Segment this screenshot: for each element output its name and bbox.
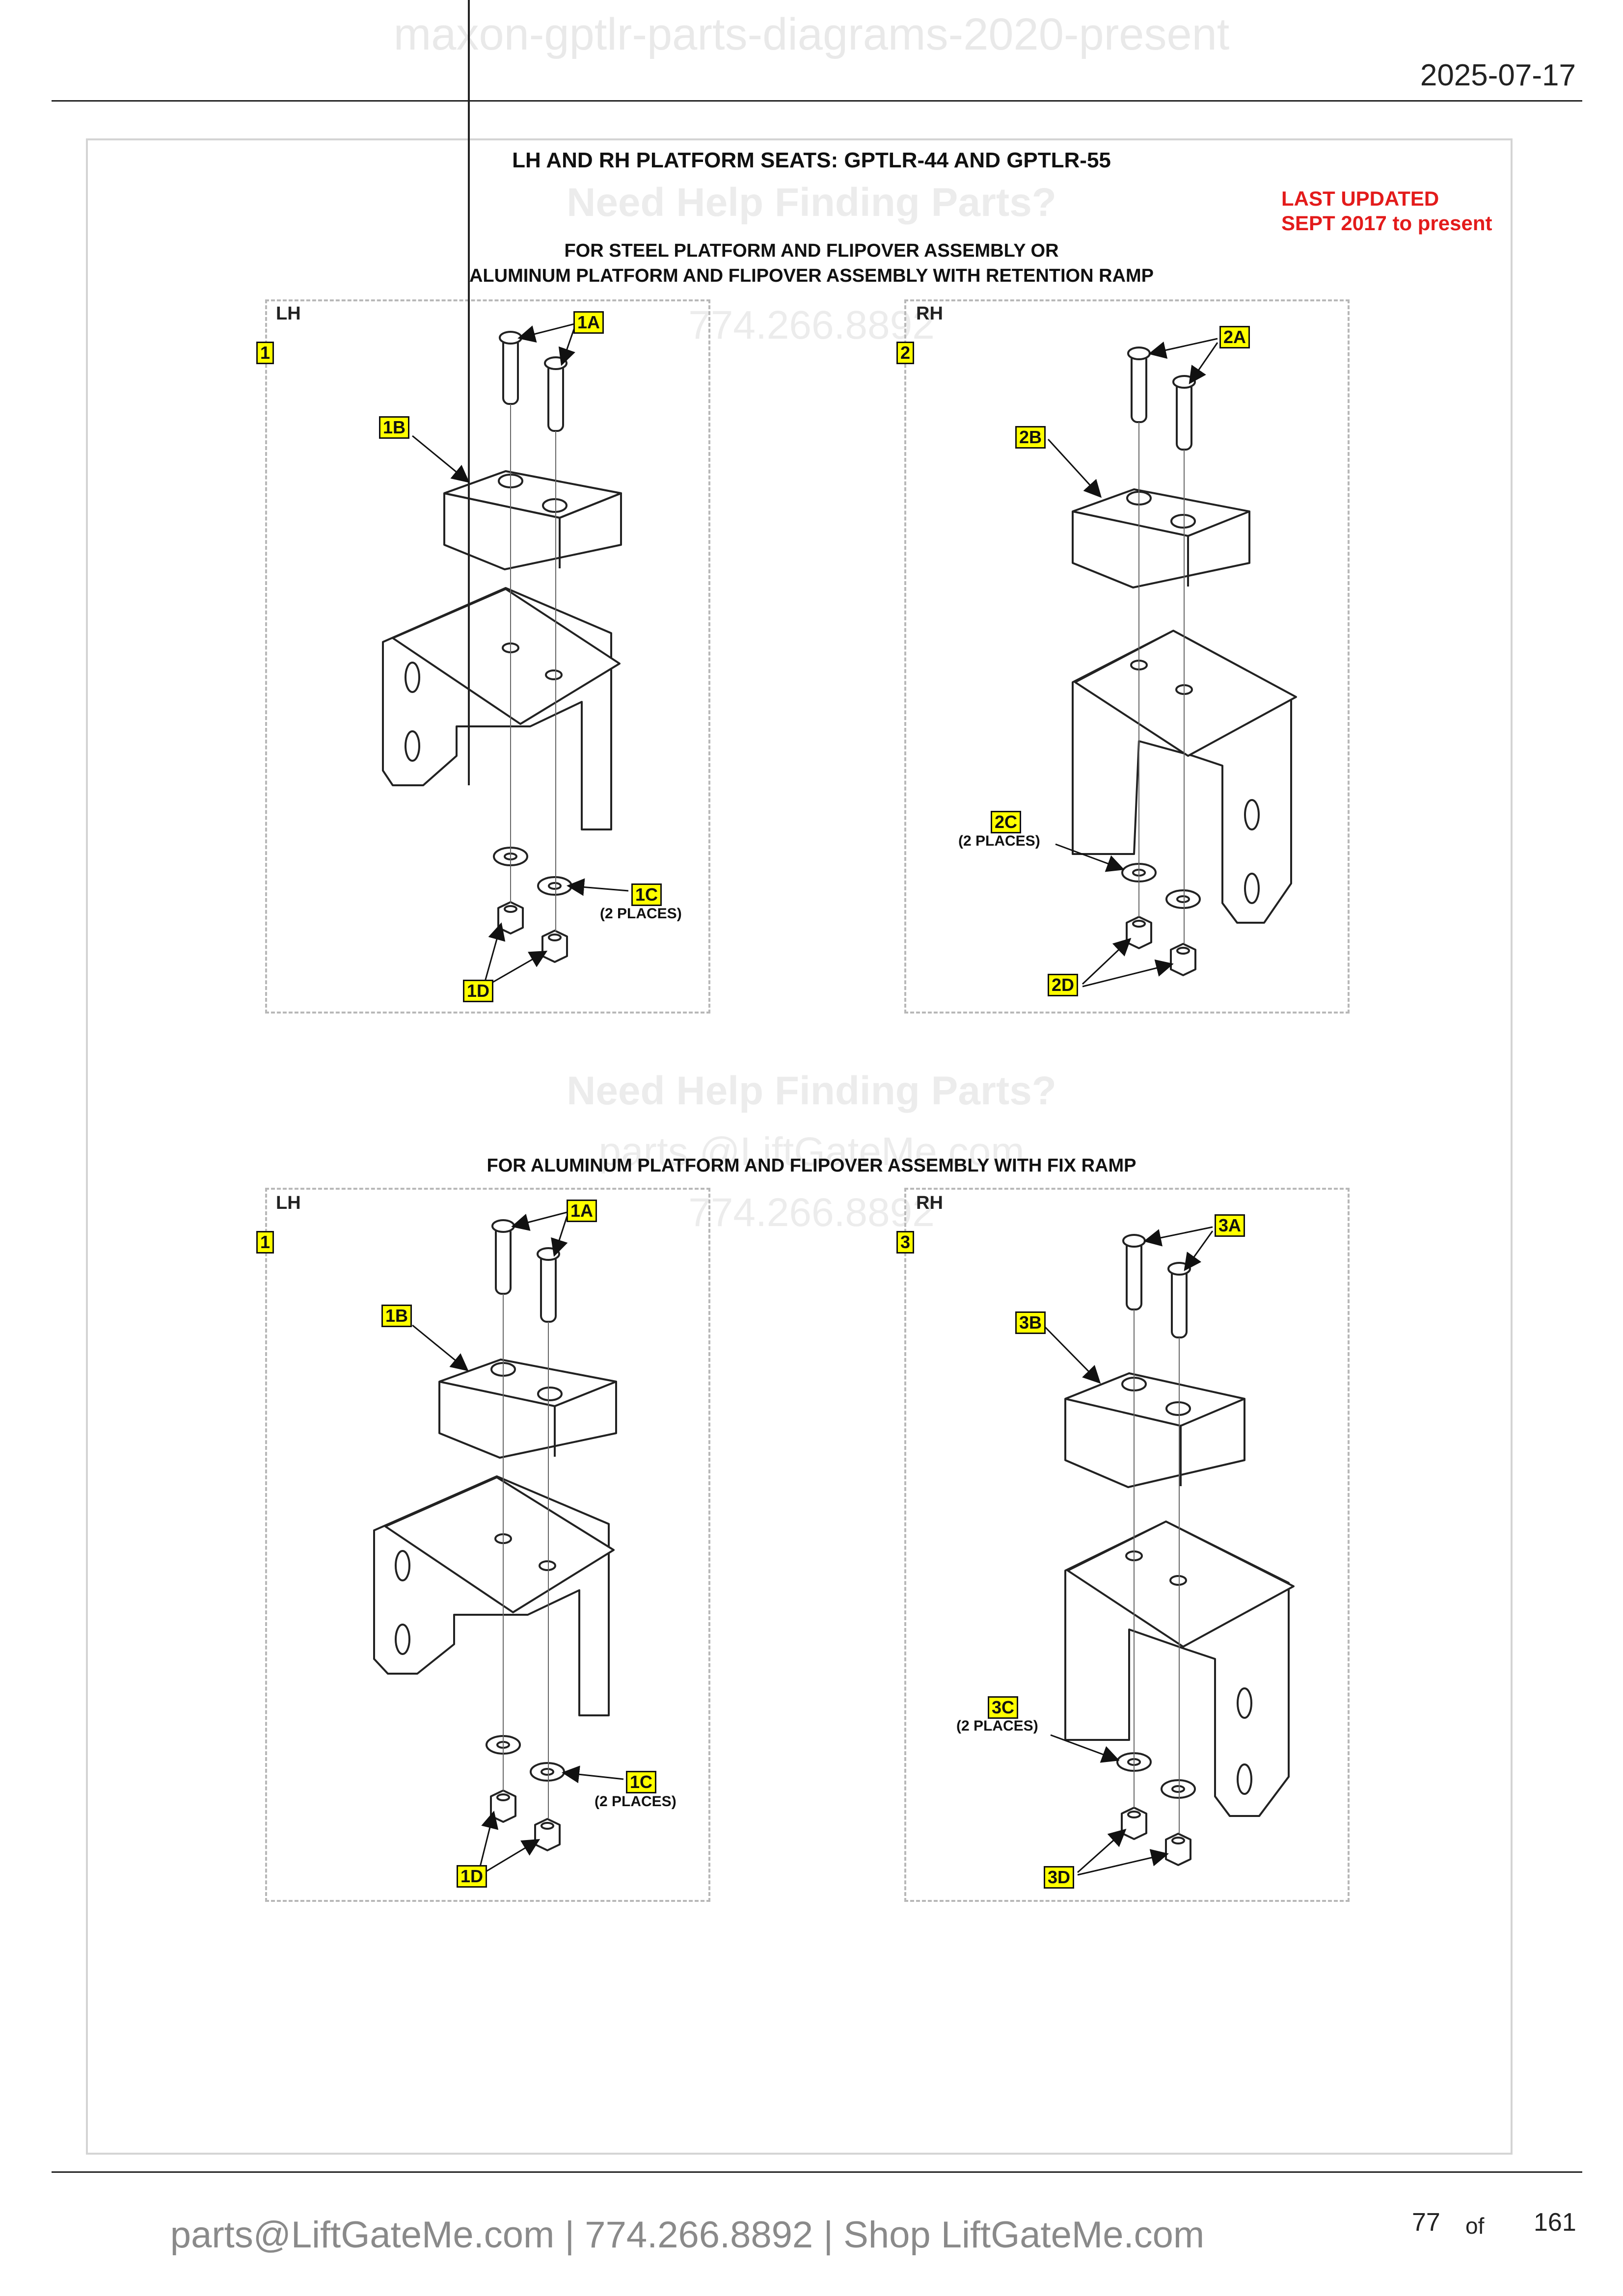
bottom-lh-washers-nuts [486,1735,565,1851]
diagram-title: LH AND RH PLATFORM SEATS: GPTLR-44 AND G… [512,148,1111,172]
callout-bottom-lh-washers[interactable]: 1C [626,1771,657,1793]
callout-bottom-lh-block[interactable]: 1B [381,1305,412,1327]
watermark-phone: 774.266.8892 [688,303,935,347]
watermark-document-title: maxon-gptlr-parts-diagrams-2020-present [393,9,1230,59]
top-lh-mounting-bracket [382,0,621,830]
diagram-frame [86,138,1513,2155]
watermark-help: Need Help Finding Parts? [567,1068,1056,1113]
page-total: 161 [1534,2208,1576,2237]
bottom-rh-spacer-block [1064,1372,1245,1488]
callout-top-lh-bolts[interactable]: 1A [573,311,604,334]
bottom-lh-bolts [491,1219,560,1323]
top-lh-centerlines [510,404,556,932]
callout-top-lh-block[interactable]: 1B [379,416,410,439]
bottom-rh-washers-places: (2 PLACES) [956,1718,1038,1734]
top-lh-washers-places: (2 PLACES) [600,906,682,922]
last-updated-range: SEPT 2017 to present [1281,212,1492,235]
top-lh-washers-nuts [493,847,572,963]
watermark-phone: 774.266.8892 [688,1190,935,1235]
callout-top-rh-washers[interactable]: 2C [991,811,1022,833]
callout-bottom-rh-bolts[interactable]: 3A [1215,1214,1245,1237]
section-bottom-subtitle: FOR ALUMINUM PLATFORM AND FLIPOVER ASSEM… [487,1155,1136,1176]
bottom-rh-washers-nuts [1116,1752,1196,1866]
callout-top-rh-bolts[interactable]: 2A [1219,326,1250,348]
page-current: 77 [1412,2208,1440,2237]
callout-bottom-rh-item[interactable]: 3 [896,1231,915,1254]
panel-bottom-rh [904,1188,1350,1902]
bottom-rh-side-label: RH [916,1193,943,1213]
callout-bottom-rh-nuts[interactable]: 3D [1044,1866,1075,1889]
top-rh-side-label: RH [916,303,943,324]
panel-top-rh [904,299,1350,1014]
callout-bottom-lh-bolts[interactable]: 1A [567,1200,597,1222]
watermark-email: parts @LiftGateMe.com [598,1129,1025,1174]
footer-rule [52,2171,1582,2173]
top-lh-side-label: LH [276,303,301,324]
callout-leader-lines [412,323,1218,1877]
callout-bottom-rh-block[interactable]: 3B [1015,1311,1046,1334]
top-rh-mounting-bracket [1072,630,1297,924]
bottom-lh-spacer-block [438,1359,617,1459]
callout-bottom-rh-washers[interactable]: 3C [988,1696,1019,1719]
callout-top-rh-nuts[interactable]: 2D [1048,974,1079,996]
callout-top-lh-washers[interactable]: 1C [631,883,662,906]
top-lh-bolts [499,331,568,432]
last-updated-label: LAST UPDATED [1281,187,1439,210]
section-top-subtitle-line1: FOR STEEL PLATFORM AND FLIPOVER ASSEMBLY… [564,240,1059,261]
panel-bottom-lh [265,1188,710,1902]
section-top-subtitle-line2: ALUMINUM PLATFORM AND FLIPOVER ASSEMBLY … [469,266,1154,286]
watermark-help: Need Help Finding Parts? [567,180,1056,225]
top-rh-washers-nuts [1121,863,1201,976]
bottom-lh-side-label: LH [276,1193,301,1213]
top-rh-spacer-block [1072,488,1250,588]
callout-bottom-lh-item[interactable]: 1 [256,1231,274,1254]
top-rh-washers-places: (2 PLACES) [958,833,1040,849]
top-lh-spacer-block [443,470,622,570]
bottom-rh-bolts [1122,1234,1191,1338]
bottom-lh-washers-places: (2 PLACES) [595,1793,676,1810]
page-of: of [1465,2213,1485,2239]
bottom-rh-mounting-bracket [1064,1521,1295,1817]
document-date: 2025-07-17 [1420,58,1576,92]
bottom-lh-centerlines [503,1294,549,1819]
callout-bottom-lh-nuts[interactable]: 1D [457,1865,487,1888]
panel-top-lh [265,299,710,1014]
callout-top-rh-item[interactable]: 2 [896,342,915,364]
callout-top-lh-item[interactable]: 1 [256,342,274,364]
callout-top-rh-block[interactable]: 2B [1015,426,1046,449]
callout-top-lh-nuts[interactable]: 1D [463,980,494,1002]
footer-contact[interactable]: parts@LiftGateMe.com | 774.266.8892 | Sh… [170,2214,1205,2256]
bottom-lh-mounting-bracket [373,1475,615,1716]
top-rh-centerlines [1138,422,1185,944]
bottom-rh-centerlines [1134,1309,1180,1834]
header-rule [52,100,1582,102]
top-rh-bolts [1127,347,1196,451]
